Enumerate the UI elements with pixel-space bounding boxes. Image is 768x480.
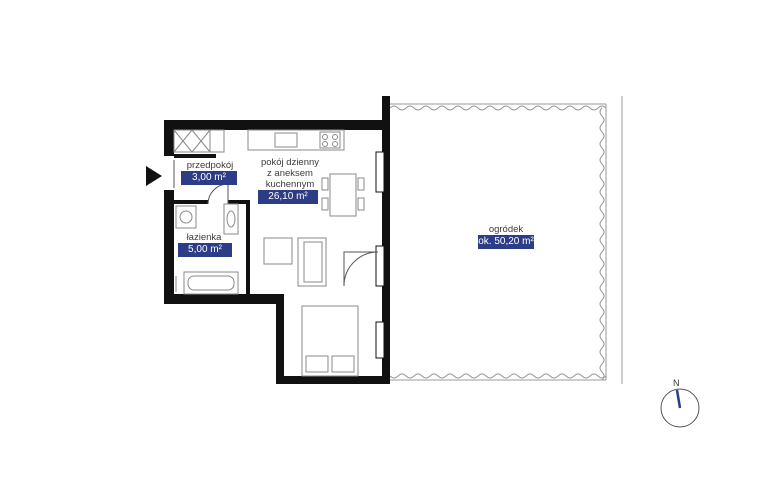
garden-boundary — [389, 96, 623, 384]
living-label: pokój dzienny z aneksem kuchennym — [260, 157, 320, 190]
windows — [375, 151, 385, 359]
bed — [301, 305, 359, 377]
dining-table — [321, 173, 365, 217]
entrance-arrow-icon — [146, 166, 162, 186]
kitchen-counter — [247, 129, 345, 151]
hall-area-badge: 3,00 m² — [181, 171, 237, 185]
bathroom-label: łazienka — [186, 232, 222, 243]
compass-icon — [660, 388, 700, 428]
walls — [164, 96, 390, 384]
garden-label: ogródek — [488, 224, 524, 235]
living-area-badge: 26,10 m² — [258, 190, 318, 204]
bathroom-fixtures — [175, 203, 239, 295]
hall-label: przedpokój — [186, 160, 234, 171]
sofa — [263, 237, 327, 287]
wardrobe — [173, 129, 225, 153]
garden-area-badge: ok. 50,20 m² — [478, 235, 534, 249]
doors — [173, 160, 379, 287]
compass-north-label: N — [673, 378, 680, 388]
bathroom-area-badge: 5,00 m² — [178, 243, 232, 257]
